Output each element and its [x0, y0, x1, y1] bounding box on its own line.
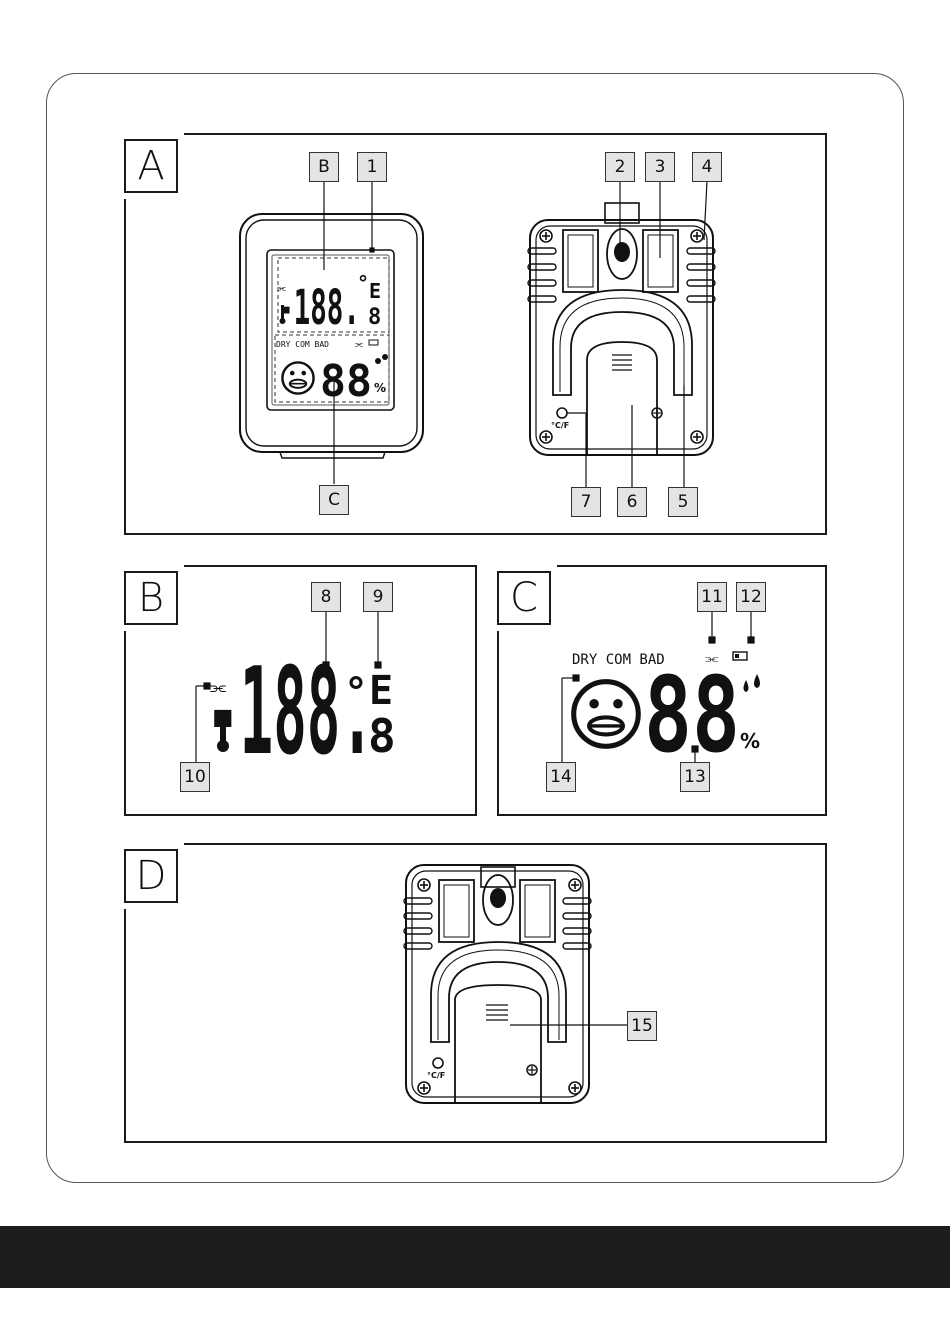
callout-13: 13: [680, 762, 710, 792]
callout-12: 12: [736, 582, 766, 612]
callout-7: 7: [571, 487, 601, 517]
callout-1: 1: [357, 152, 387, 182]
panel-a-label: A: [124, 139, 178, 193]
callout-4: 4: [692, 152, 722, 182]
callout-9: 9: [363, 582, 393, 612]
panel-b-label: B: [124, 571, 178, 625]
panel-d-label: D: [124, 849, 178, 903]
callout-15: 15: [627, 1011, 657, 1041]
panel-c-label: C: [497, 571, 551, 625]
callout-5: 5: [668, 487, 698, 517]
footer-bar: [0, 1226, 950, 1288]
callout-6: 6: [617, 487, 647, 517]
callout-10: 10: [180, 762, 210, 792]
panel-a: [124, 133, 827, 535]
callout-2: 2: [605, 152, 635, 182]
callout-14: 14: [546, 762, 576, 792]
callout-3: 3: [645, 152, 675, 182]
callout-b-ref: B: [309, 152, 339, 182]
callout-c-ref: C: [319, 485, 349, 515]
callout-8: 8: [311, 582, 341, 612]
callout-11: 11: [697, 582, 727, 612]
panel-d: [124, 843, 827, 1143]
